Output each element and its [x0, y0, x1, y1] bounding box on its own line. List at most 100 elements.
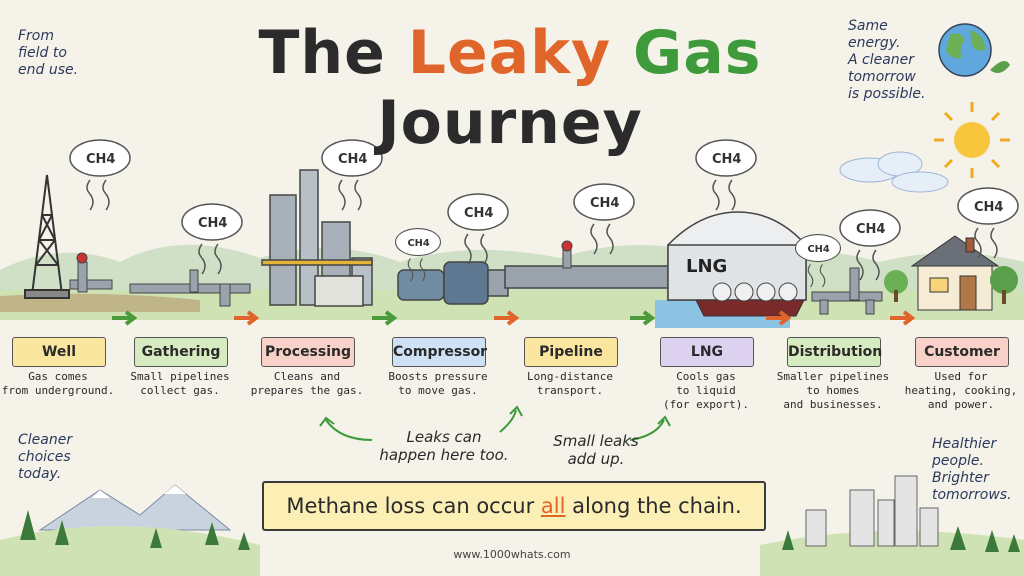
ch4-cloud-icon: CH4 [321, 139, 383, 211]
note-bottom-left-line-2: today. [18, 466, 62, 482]
note-top-left-line-1: field to [18, 45, 67, 61]
ch4-cloud-icon: CH4 [695, 139, 757, 211]
stage-label-customer: Customer [915, 337, 1009, 367]
ch4-label: CH4 [856, 222, 885, 237]
ch4-cloud-icon: CH4 [69, 139, 131, 211]
stage-desc-line: Cools gas [676, 370, 736, 383]
stage-desc-line: from underground. [1, 384, 115, 397]
ch4-cloud-icon: CH4 [447, 193, 509, 265]
footer-url: www.1000whats.com [453, 548, 571, 561]
lng-ship [695, 282, 805, 317]
trees [884, 266, 1018, 304]
stage-desc-line: and businesses. [783, 398, 883, 411]
ch4-cloud-icon: CH4 [794, 233, 842, 288]
sun-icon [934, 102, 1010, 178]
callout-small-leaks-line-0: Small leaks [553, 432, 639, 450]
stage-label-gathering: Gathering [134, 337, 228, 367]
ch4-label: CH4 [464, 206, 493, 221]
lng-tank-label: LNG [686, 256, 727, 277]
note-bottom-left-line-1: choices [18, 449, 71, 465]
ch4-cloud-icon: CH4 [181, 203, 243, 275]
title-word-2: Gas [633, 18, 762, 88]
ch4-label: CH4 [808, 244, 830, 255]
stage-label-compressor: Compressor [392, 337, 487, 367]
stage-desc-line: Small pipelines [130, 370, 230, 383]
well-pipe [69, 252, 113, 293]
callout-small-leaks-line-1: add up. [567, 450, 625, 468]
title-word-3: Journey [377, 88, 643, 158]
stage-desc-line: Gas comes [28, 370, 88, 383]
flow-arrows [112, 310, 916, 326]
stage-label-lng: LNG [660, 337, 754, 367]
house [910, 235, 1000, 311]
note-top-right-line-0: Same [848, 18, 888, 34]
banner-text-0: Methane loss can occur [286, 494, 541, 518]
note-top-right-line-2: A cleaner [848, 52, 915, 68]
note-top-right-line-3: tomorrow [848, 69, 916, 85]
ch4-label: CH4 [198, 216, 227, 231]
processing-plant [261, 169, 373, 307]
banner-text-1: all [540, 494, 566, 518]
gathering-pipe [129, 269, 251, 307]
page-title: The Leaky Gas Journey [190, 18, 830, 158]
callout-arrows [319, 405, 671, 441]
mountains-left [0, 484, 260, 576]
stage-label-distribution: Distribution [787, 337, 882, 367]
callout-leaks-here-line-0: Leaks can [406, 428, 482, 446]
stage-desc-line: to liquid [676, 384, 736, 397]
city-skyline [760, 475, 1024, 576]
ch4-cloud-icon: CH4 [957, 187, 1019, 259]
distribution-pipes [811, 267, 883, 315]
note-top-left-line-2: end use. [18, 62, 79, 78]
stage-label-processing: Processing [261, 337, 355, 367]
transport-pipeline [504, 240, 671, 289]
ch4-label: CH4 [338, 152, 367, 167]
compressor-unit [397, 261, 509, 305]
ch4-label: CH4 [86, 152, 115, 167]
stage-desc-line: collect gas. [140, 384, 220, 397]
stage-desc-line: and power. [927, 398, 995, 411]
stage-desc-line: heating, cooking, [904, 384, 1018, 397]
ch4-cloud-icon: CH4 [839, 209, 901, 281]
stage-desc-line: to move gas. [398, 384, 478, 397]
stage-desc-line: Cleans and [273, 370, 341, 383]
stage-desc-line: Used for [934, 370, 988, 383]
stage-desc-line: transport. [536, 384, 604, 397]
stage-desc-line: (for export). [662, 398, 750, 411]
stage-desc-line: Smaller pipelines [776, 370, 890, 383]
ch4-cloud-icon: CH4 [573, 183, 635, 255]
stage-desc-line: Long-distance [526, 370, 614, 383]
sky-clouds [839, 151, 949, 193]
note-bottom-right-line-0: Healthier [932, 436, 997, 452]
oil-well-derrick [24, 174, 70, 299]
stage-label-pipeline: Pipeline [524, 337, 618, 367]
title-word-1: Leaky [407, 18, 634, 88]
note-top-right-line-1: energy. [848, 35, 901, 51]
globe-icon [938, 23, 1010, 77]
ch4-cloud-icon: CH4 [394, 227, 442, 282]
note-bottom-right-line-2: Brighter [932, 470, 989, 486]
ch4-label: CH4 [974, 200, 1003, 215]
stage-desc-line: to homes [806, 384, 860, 397]
ch4-label: CH4 [712, 152, 741, 167]
ch4-label: CH4 [590, 196, 619, 211]
note-bottom-right-line-1: people. [932, 453, 984, 469]
methane-banner: Methane loss can occur all along the cha… [262, 481, 766, 531]
note-top-right-line-4: is possible. [848, 86, 926, 102]
title-word-0: The [258, 18, 408, 88]
